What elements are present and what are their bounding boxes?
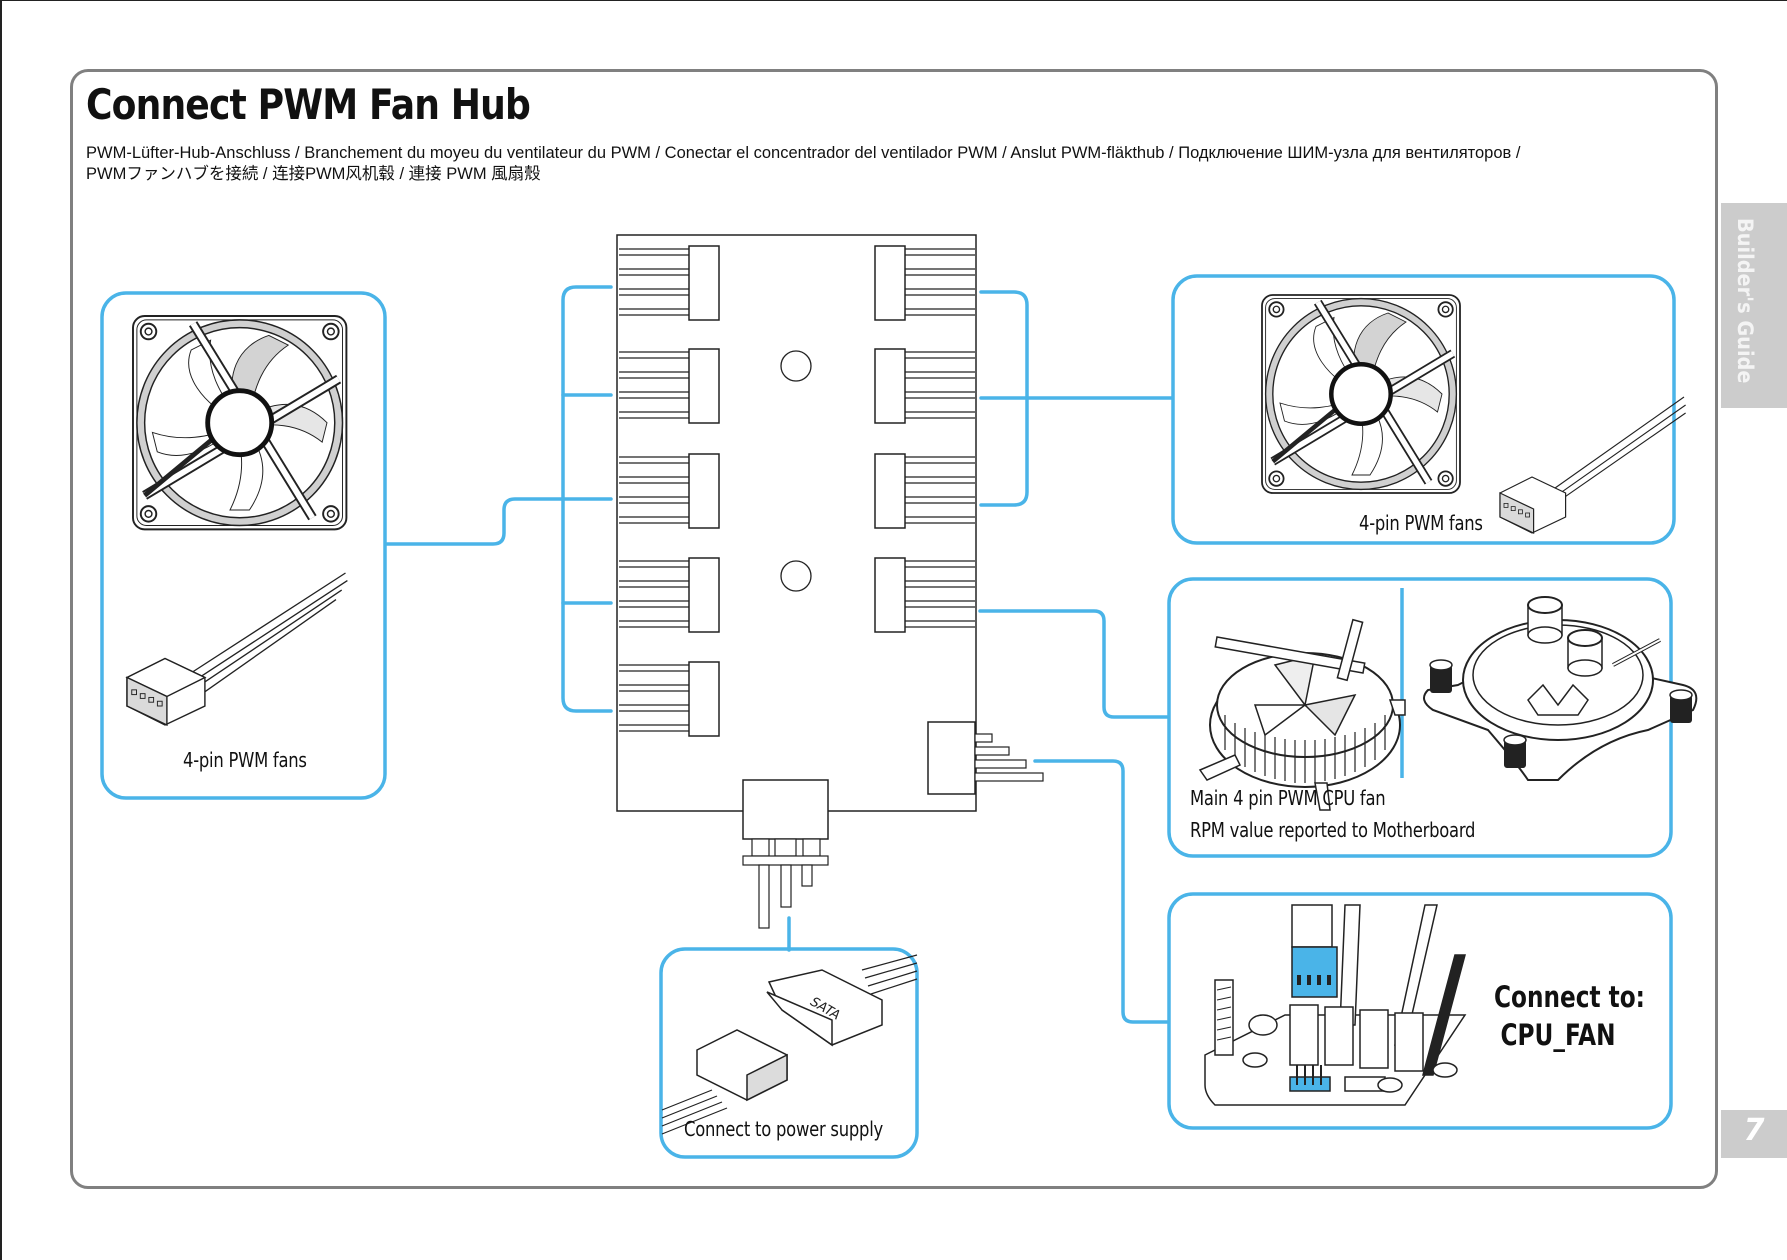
page-subtitle: PWM-Lüfter-Hub-Anschluss / Branchement d… [86, 143, 1520, 185]
section-tab-label: Builder's Guide [1733, 218, 1757, 384]
sata-power-connector-icon: SATA [661, 954, 918, 1135]
water-block-icon [1423, 596, 1698, 781]
connect-to-text: Connect to: [1494, 980, 1645, 1014]
case-fan-icon [1262, 295, 1460, 493]
hub-cpu-header [927, 721, 1044, 795]
cpu-fan-header-name: CPU_FAN [1500, 1018, 1616, 1052]
connect-to-label: Connect to: CPU_FAN [1494, 978, 1645, 1054]
4-pin-connector-icon [126, 572, 349, 726]
hub-port-left-3 [618, 443, 720, 530]
hub-mount-hole-1 [780, 350, 812, 382]
line-mobo [1033, 759, 1169, 1024]
subtitle-line-1: PWM-Lüfter-Hub-Anschluss / Branchement d… [86, 144, 1521, 162]
hub-port-left-5 [618, 651, 720, 738]
hub-power-header [742, 779, 829, 929]
hub-port-left-4 [618, 547, 720, 634]
right-fans-label: 4-pin PWM fans [1359, 511, 1483, 535]
page-top-edge [0, 0, 1787, 1]
rpm-report-label: RPM value reported to Motherboard [1190, 818, 1476, 842]
power-supply-label: Connect to power supply [684, 1117, 883, 1141]
case-fan-icon [133, 316, 346, 529]
page-title: Connect PWM Fan Hub [86, 80, 531, 129]
content-frame [70, 69, 1718, 1189]
connection-lines [385, 285, 1174, 1024]
hub-port-left-1 [618, 235, 720, 322]
panel-power [659, 947, 919, 1159]
section-tab [1721, 203, 1787, 408]
line-right-cpu [978, 609, 1169, 719]
cpu-air-cooler-icon [1198, 618, 1406, 811]
fan-hub [616, 234, 1044, 929]
cpu-fan-label: Main 4 pin PWM CPU fan [1190, 786, 1386, 810]
hub-mount-hole-2 [780, 560, 812, 592]
line-left-panel [385, 497, 565, 546]
subtitle-line-2: PWMファンハブを接続 / 连接PWM风机毂 / 連接 PWM 風扇殼 [86, 165, 541, 183]
motherboard-header-icon [1204, 904, 1467, 1106]
panel-right-fans [1171, 274, 1676, 545]
4-pin-connector-icon [1499, 396, 1686, 534]
panel-motherboard [1167, 892, 1673, 1130]
page-left-edge [0, 0, 2, 1260]
page-number: 7 [1743, 1113, 1765, 1148]
page-number-tab [1721, 1110, 1787, 1158]
hub-left-ports [618, 235, 720, 738]
panel-left-fans [100, 291, 387, 800]
hub-port-left-2 [618, 338, 720, 425]
left-fans-label: 4-pin PWM fans [183, 748, 307, 772]
